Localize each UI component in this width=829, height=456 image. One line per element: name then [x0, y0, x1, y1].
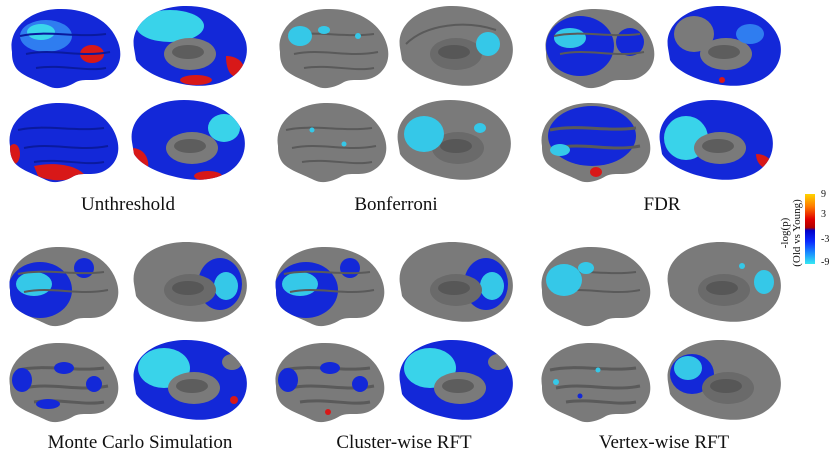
brain-montecarlo-lateral-bottom: [4, 340, 124, 430]
colorbar-tick-3: 3: [821, 209, 826, 220]
brain-fdr-lateral-bottom: [536, 100, 656, 190]
brain-fdr-lateral-top: [540, 6, 660, 96]
brain-unthreshold-lateral-top: [6, 6, 126, 96]
brain-vertex-medial-bottom: [664, 338, 790, 428]
brain-vertex-lateral-bottom: [536, 340, 656, 430]
brain-unthreshold-medial-top: [130, 4, 256, 94]
label-fdr: FDR: [643, 194, 681, 215]
colorbar-tick-neg3: -3: [821, 234, 829, 245]
brain-fdr-medial-bottom: [656, 98, 782, 188]
colorbar-title-line2: (Old vs Young): [791, 199, 803, 267]
brain-montecarlo-medial-top: [130, 240, 256, 330]
colorbar-tick-neg9: -9: [821, 257, 829, 268]
brain-fdr-medial-top: [664, 4, 790, 94]
brain-unthreshold-medial-bottom: [128, 98, 254, 188]
brain-cluster-medial-bottom: [396, 338, 522, 428]
label-cluster-rft: Cluster-wise RFT: [336, 432, 472, 453]
label-bonferroni: Bonferroni: [354, 194, 438, 215]
brain-vertex-lateral-top: [536, 244, 656, 334]
brain-bonferroni-lateral-bottom: [272, 100, 392, 190]
label-monte-carlo: Monte Carlo Simulation: [47, 432, 233, 453]
colorbar-title-line1: -log(p): [779, 217, 791, 249]
colorbar-tick-9: 9: [821, 189, 826, 200]
label-unthreshold: Unthreshold: [81, 194, 175, 215]
colorbar-title: -log(p) (Old vs Young): [779, 193, 805, 273]
brain-cluster-lateral-bottom: [270, 340, 390, 430]
brain-cluster-lateral-top: [270, 244, 390, 334]
brain-cluster-medial-top: [396, 240, 522, 330]
brain-bonferroni-medial-bottom: [394, 98, 520, 188]
label-vertex-rft: Vertex-wise RFT: [598, 432, 730, 453]
colorbar: [805, 194, 815, 264]
brain-bonferroni-lateral-top: [274, 6, 394, 96]
brain-montecarlo-medial-bottom: [130, 338, 256, 428]
brain-montecarlo-lateral-top: [4, 244, 124, 334]
brain-unthreshold-lateral-bottom: [4, 100, 124, 190]
brain-vertex-medial-top: [664, 240, 790, 330]
brain-bonferroni-medial-top: [396, 4, 522, 94]
